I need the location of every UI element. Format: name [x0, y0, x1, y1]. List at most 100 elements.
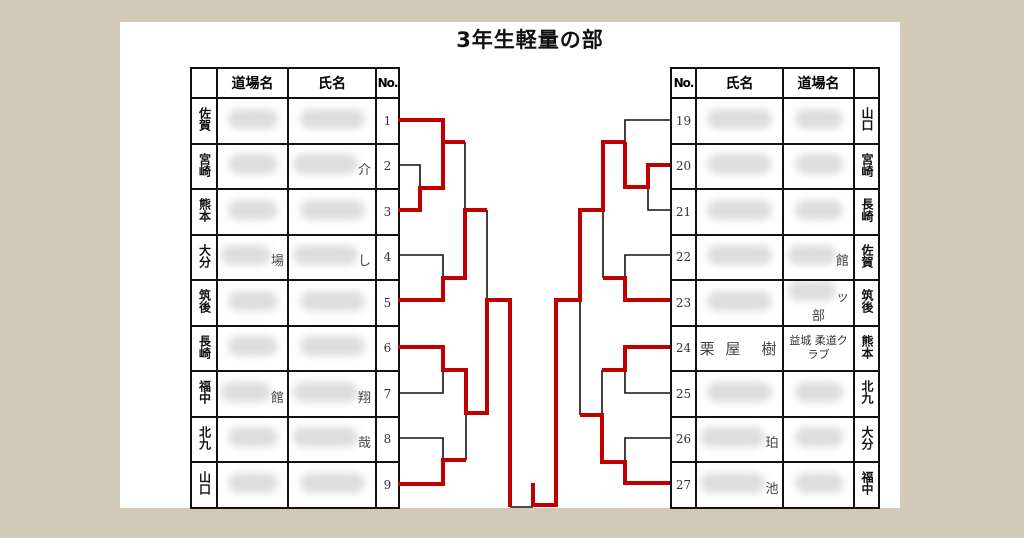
dojo-cell	[782, 415, 855, 463]
redacted-text	[794, 199, 843, 220]
redacted-text	[707, 154, 772, 175]
name-cell	[287, 279, 377, 327]
dojo-cell	[216, 279, 289, 327]
no-header: No.	[670, 67, 697, 99]
dojo-cell	[216, 461, 289, 509]
prefecture-cell: 大分	[190, 233, 218, 281]
entry-number: 25	[670, 370, 697, 418]
dojo-cell: 館	[216, 370, 289, 418]
bracket-line	[398, 370, 444, 394]
name-cell	[695, 370, 784, 418]
winner-line	[398, 298, 512, 507]
dojo-cell	[782, 188, 855, 236]
entry-number: 23	[670, 279, 697, 327]
redacted-text	[794, 472, 843, 493]
name-cell	[287, 97, 377, 145]
redacted-text	[227, 290, 278, 311]
name-header: 氏名	[287, 67, 377, 99]
name-cell	[695, 188, 784, 236]
next-row-edge	[190, 507, 398, 509]
redacted-text	[794, 381, 843, 402]
pref-header	[853, 67, 880, 99]
winner-line	[603, 276, 670, 302]
bracket-line	[647, 187, 670, 211]
bracket-line	[624, 370, 670, 394]
redacted-text	[227, 472, 278, 493]
redacted-text	[794, 427, 843, 448]
prefecture-cell: 山口	[190, 461, 218, 509]
redacted-text	[299, 472, 365, 493]
redacted-text	[227, 199, 278, 220]
entry-number: 2	[375, 142, 400, 190]
redacted-text	[227, 154, 278, 175]
pref-header	[190, 67, 218, 99]
name-cell: し	[287, 233, 377, 281]
redacted-text	[292, 154, 358, 175]
entry-number: 4	[375, 233, 400, 281]
table-row: 22 館佐賀	[670, 233, 880, 281]
prefecture-cell: 北九	[853, 370, 880, 418]
winner-line	[398, 118, 465, 144]
winner-line	[398, 142, 445, 212]
redacted-text	[700, 472, 766, 493]
prefecture-cell: 佐賀	[190, 97, 218, 145]
bracket-line	[398, 254, 444, 278]
prefecture-cell: 筑後	[853, 279, 880, 327]
name-header: 氏名	[695, 67, 784, 99]
redacted-text	[220, 381, 271, 402]
prefecture-cell: 熊本	[853, 324, 880, 372]
dojo-header: 道場名	[216, 67, 289, 99]
prefecture-cell: 福中	[853, 461, 880, 509]
dojo-cell	[216, 324, 289, 372]
redacted-text	[707, 245, 772, 266]
bracket-line	[398, 164, 421, 188]
dojo-cell: 館	[782, 233, 855, 281]
entry-number: 3	[375, 188, 400, 236]
name-cell: 栗 屋 樹	[695, 324, 784, 372]
dojo-cell	[782, 97, 855, 145]
winner-line	[580, 413, 670, 485]
winner-line	[398, 458, 466, 486]
redacted-text	[707, 290, 772, 311]
redacted-text	[292, 381, 358, 402]
entry-number: 27	[670, 461, 697, 509]
name-cell	[695, 233, 784, 281]
redacted-text	[227, 108, 278, 129]
dojo-cell	[216, 97, 289, 145]
page-title: 3年生軽量の部	[456, 28, 604, 52]
prefecture-cell: 大分	[853, 415, 880, 463]
table-row: 25 北九	[670, 370, 880, 418]
entry-number: 26	[670, 415, 697, 463]
name-cell	[287, 188, 377, 236]
prefecture-cell: 筑後	[190, 279, 218, 327]
prefecture-cell: 山口	[853, 97, 880, 145]
redacted-text	[292, 245, 358, 266]
dojo-cell: 場	[216, 233, 289, 281]
redacted-text	[700, 427, 766, 448]
name-cell	[287, 461, 377, 509]
entry-number: 22	[670, 233, 697, 281]
name-cell: 池	[695, 461, 784, 509]
bracket-line	[398, 437, 444, 460]
redacted-text	[707, 199, 772, 220]
redacted-text	[227, 336, 278, 357]
prefecture-cell: 佐賀	[853, 233, 880, 281]
redacted-text	[794, 154, 843, 175]
winner-line	[602, 345, 670, 372]
prefecture-cell: 北九	[190, 415, 218, 463]
bracket-line	[624, 254, 670, 278]
dojo-cell	[782, 461, 855, 509]
dojo-header: 道場名	[782, 67, 855, 99]
